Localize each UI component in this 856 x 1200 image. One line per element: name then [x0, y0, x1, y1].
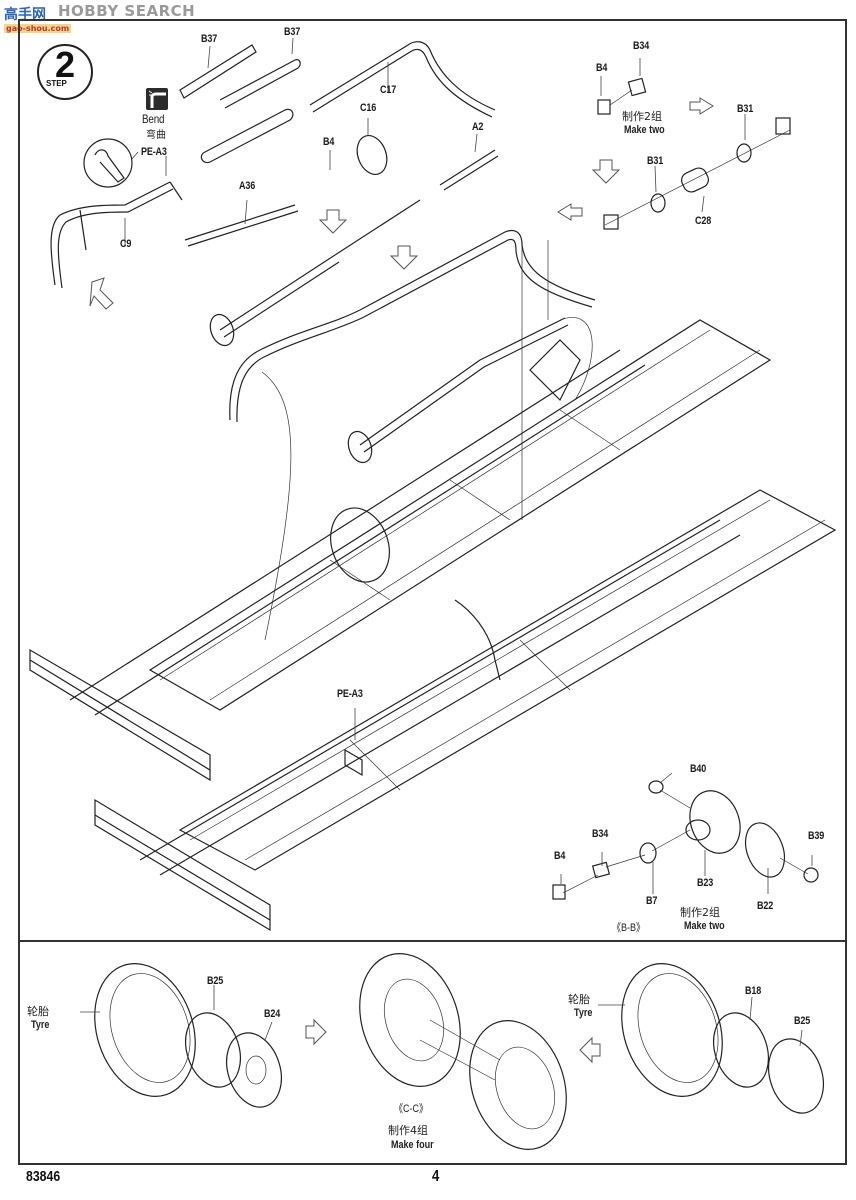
part-label-b4: B4	[596, 62, 608, 74]
watermark-url: gao-shou.com	[4, 24, 72, 33]
part-label-b37: B37	[284, 26, 301, 38]
tyre-label-cn: 轮胎	[27, 1005, 49, 1018]
part-label-b7: B7	[646, 895, 658, 907]
exhaust-pipe-c9	[50, 181, 183, 289]
chassis-frame-upper	[29, 319, 772, 782]
view-tag-c-c: 《C-C》	[394, 1103, 429, 1115]
part-label-b4: B4	[554, 850, 566, 862]
step-word: STEP	[46, 79, 67, 88]
coupling-c28	[681, 167, 709, 193]
detail-circle-pe-a3	[83, 138, 133, 188]
part-label-pe-a3: PE-A3	[337, 688, 363, 700]
part-label-a36: A36	[239, 180, 256, 192]
flange-b31-b	[736, 143, 752, 163]
tyre-label-en: Tyre	[31, 1019, 50, 1031]
part-label-b23: B23	[697, 877, 714, 889]
bend-label-cn: 弯曲	[146, 130, 166, 141]
part-label-c28: C28	[695, 215, 712, 227]
tyre-label-en: Tyre	[574, 1007, 593, 1019]
washer-b39	[803, 867, 819, 883]
driveshaft-assembled-upper	[209, 199, 421, 347]
direction-arrow	[579, 1036, 601, 1064]
part-label-pe-a3: PE-A3	[141, 146, 167, 158]
part-label-b22: B22	[757, 900, 774, 912]
yoke-left	[603, 214, 619, 230]
part-label-b31: B31	[737, 103, 754, 115]
bend-label-en: Bend	[142, 112, 165, 126]
bracket-b34	[591, 861, 611, 879]
yoke-b4	[552, 884, 566, 900]
direction-arrow	[389, 245, 419, 270]
direction-arrow	[89, 277, 114, 310]
part-label-b25: B25	[207, 975, 224, 987]
part-label-b25: B25	[794, 1015, 811, 1027]
quantity-note-cn: 制作2组	[680, 906, 720, 919]
rim-b25-right	[768, 1038, 824, 1114]
instruction-frame	[18, 19, 847, 1165]
rim-b24	[226, 1032, 282, 1108]
muffler	[200, 108, 294, 164]
quantity-note-en: Make two	[624, 124, 665, 136]
direction-arrow	[557, 203, 583, 221]
bracket-b34-top	[627, 77, 647, 97]
flange-b7	[639, 842, 657, 864]
part-label-c16: C16	[360, 102, 377, 114]
exhaust-pipe-c17	[309, 41, 496, 118]
step-badge: 2 STEP	[37, 44, 93, 100]
part-label-c9: C9	[120, 238, 132, 250]
part-label-c17: C17	[380, 84, 397, 96]
wheel-assembly-right	[621, 963, 824, 1114]
part-label-b31: B31	[647, 155, 664, 167]
part-label-a2: A2	[472, 121, 484, 133]
part-label-b18: B18	[745, 985, 762, 997]
part-label-b34: B34	[633, 40, 650, 52]
brake-disc-c16	[356, 135, 388, 175]
bend-icon	[146, 88, 168, 110]
washer-b40	[648, 780, 664, 794]
heat-shield-b37	[179, 44, 301, 109]
view-tag-b-b: 《B-B》	[612, 922, 646, 934]
quantity-note-en: Make four	[391, 1139, 434, 1151]
part-label-b34: B34	[592, 828, 609, 840]
wheel-assembly-center	[359, 953, 567, 1150]
yoke-right	[775, 117, 791, 135]
quantity-note-cn: 制作4组	[388, 1124, 428, 1137]
tyre-label-cn: 轮胎	[568, 993, 590, 1006]
quantity-note-cn: 制作2组	[622, 110, 662, 123]
step-number: 2	[54, 44, 76, 85]
part-label-b4: B4	[323, 136, 335, 148]
driveshaft-a36	[184, 204, 299, 247]
part-label-b39: B39	[808, 830, 825, 842]
direction-arrow	[591, 159, 621, 184]
wheel-assembly-left	[94, 963, 282, 1108]
watermark-brand-en: HOBBY SEARCH	[58, 2, 196, 20]
driveshaft-assembled-lower	[347, 317, 569, 464]
page-number: 4	[432, 1168, 440, 1185]
part-label-b40: B40	[690, 763, 707, 775]
differential-cover-b22	[744, 822, 786, 878]
chassis-frame-lower	[94, 489, 837, 932]
differential-housing-b23	[685, 790, 741, 854]
section-divider	[18, 940, 847, 942]
rim-b18	[713, 1012, 769, 1088]
driveshaft-a2	[439, 149, 499, 191]
direction-arrow	[305, 1018, 327, 1046]
part-label-b24: B24	[264, 1008, 281, 1020]
yoke-b4-top	[597, 99, 611, 115]
quantity-note-en: Make two	[684, 920, 725, 932]
part-label-b37: B37	[201, 33, 218, 45]
exhaust-assembled	[229, 229, 596, 423]
direction-arrow	[689, 97, 714, 115]
flange-b31-a	[650, 193, 666, 213]
kit-number: 83846	[26, 1168, 61, 1185]
rim-b25-left	[185, 1012, 241, 1088]
direction-arrow	[318, 209, 348, 234]
